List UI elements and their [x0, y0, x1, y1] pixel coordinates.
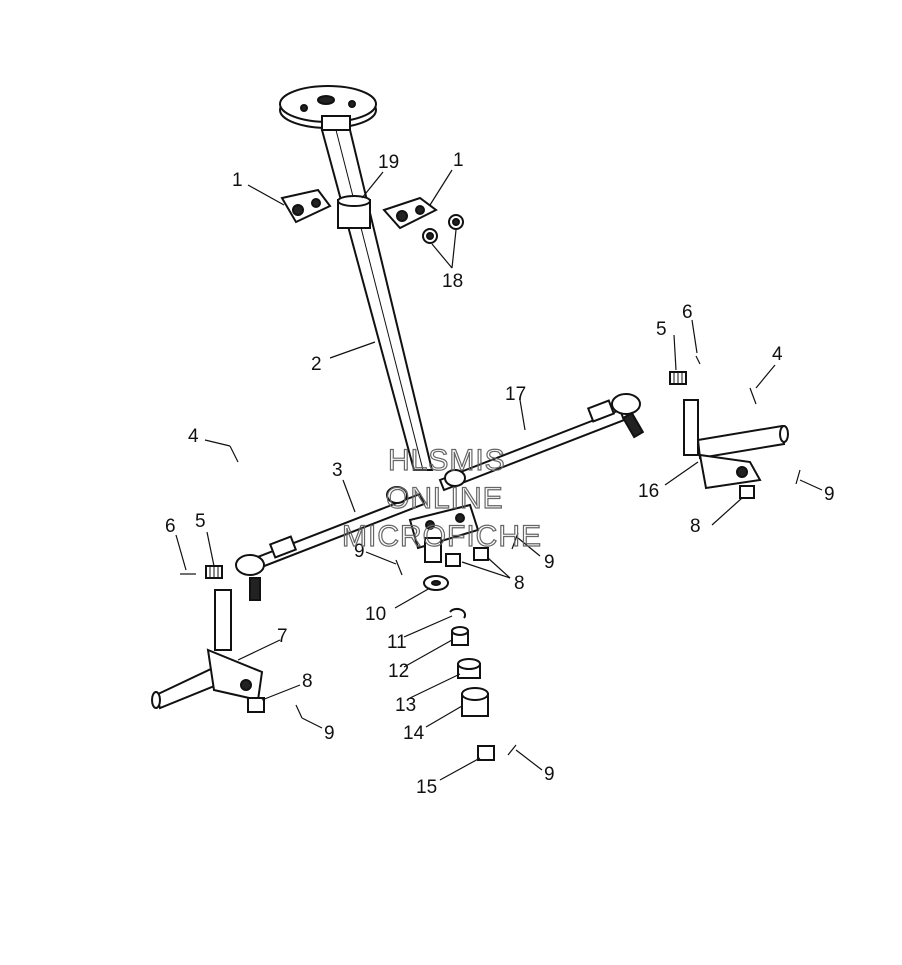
- callout-17: 17: [505, 384, 526, 405]
- callout-1-left: 1: [232, 170, 243, 191]
- leader-lines: [175, 169, 823, 781]
- callout-7: 7: [277, 626, 288, 647]
- callout-6-right: 6: [682, 302, 693, 323]
- callout-8-mid: 8: [514, 573, 525, 594]
- callout-labels: 1 19 1 18 2 17 6 5 4 4 3 16 9 8 6 5 9 9 …: [165, 150, 835, 798]
- bushing-12: [451, 626, 469, 646]
- handlebar-mount-plate: [279, 85, 377, 131]
- callout-13: 13: [395, 695, 416, 716]
- callout-11: 11: [387, 632, 407, 653]
- castle-nut-left-5: [205, 565, 223, 579]
- lock-nuts: [422, 214, 464, 244]
- bushing-14: [461, 687, 489, 717]
- callout-19: 19: [378, 152, 399, 173]
- tie-rod-left: [235, 492, 426, 601]
- callout-2: 2: [311, 354, 322, 375]
- watermark: HLSMIS ONLINE MICROFICHE: [341, 443, 542, 553]
- bushing-13: [457, 658, 481, 679]
- nut-15: [477, 745, 495, 761]
- callout-15: 15: [416, 777, 437, 798]
- callout-3: 3: [332, 460, 343, 481]
- watermark-line-2: ONLINE: [386, 482, 504, 515]
- bushing-clamp-right: [382, 196, 438, 230]
- callout-6-left: 6: [165, 516, 176, 537]
- steering-post: [320, 129, 434, 471]
- callout-1-right: 1: [453, 150, 464, 171]
- callout-9-mid-left: 9: [354, 541, 365, 562]
- spindle-right: [683, 399, 789, 490]
- spindle-left: [151, 589, 264, 710]
- steering-post-bushing: [337, 195, 371, 229]
- callout-18: 18: [442, 271, 463, 292]
- callout-8-right: 8: [690, 516, 701, 537]
- callout-12: 12: [388, 661, 409, 682]
- watermark-line-1: HLSMIS: [388, 444, 506, 477]
- snap-ring-11: [449, 607, 467, 619]
- callout-4-left: 4: [188, 426, 199, 447]
- callout-8-left: 8: [302, 671, 313, 692]
- hex-nuts-8: [247, 485, 755, 713]
- callout-14: 14: [403, 723, 425, 744]
- callout-10: 10: [365, 604, 386, 625]
- bushing-clamp-left: [280, 188, 332, 224]
- callout-9-right: 9: [824, 484, 835, 505]
- cotter-pins: [180, 355, 801, 756]
- tie-rod-right: [438, 393, 645, 492]
- callout-9-mid-right: 9: [544, 552, 555, 573]
- callout-5-right: 5: [656, 319, 667, 340]
- callout-4-right: 4: [772, 344, 783, 365]
- callout-9-bottom: 9: [544, 764, 555, 785]
- callout-5-left: 5: [195, 511, 206, 532]
- callout-9-left: 9: [324, 723, 335, 744]
- steering-arm-pivot: [386, 469, 480, 563]
- washer-10: [423, 575, 449, 591]
- castle-nut-right-5: [669, 371, 687, 385]
- callout-16: 16: [638, 481, 659, 502]
- watermark-line-3: MICROFICHE: [342, 520, 542, 553]
